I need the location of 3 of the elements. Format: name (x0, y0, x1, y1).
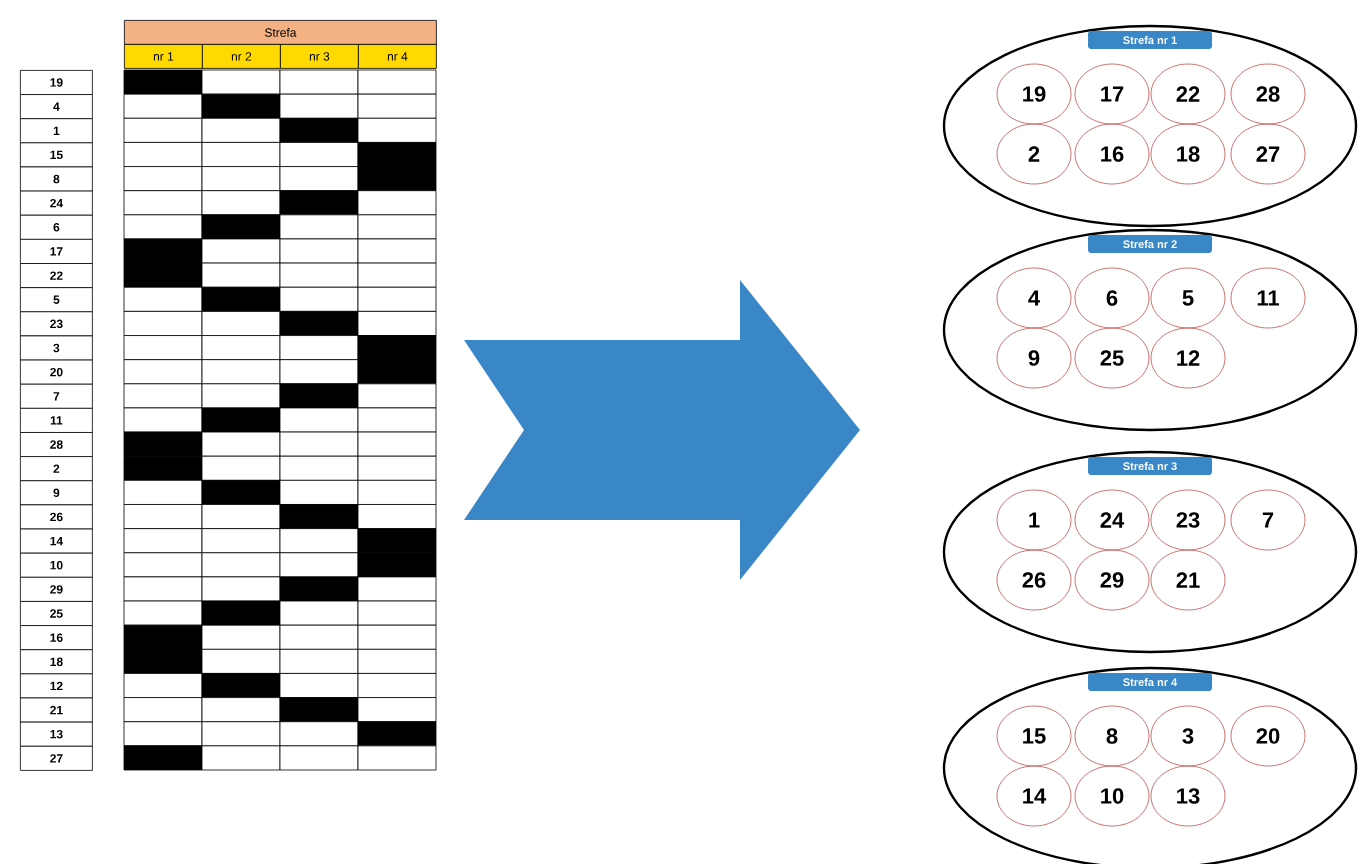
zone-ellipse (942, 228, 1358, 432)
zone-ellipse (942, 24, 1358, 228)
zone-ellipse (942, 450, 1358, 654)
